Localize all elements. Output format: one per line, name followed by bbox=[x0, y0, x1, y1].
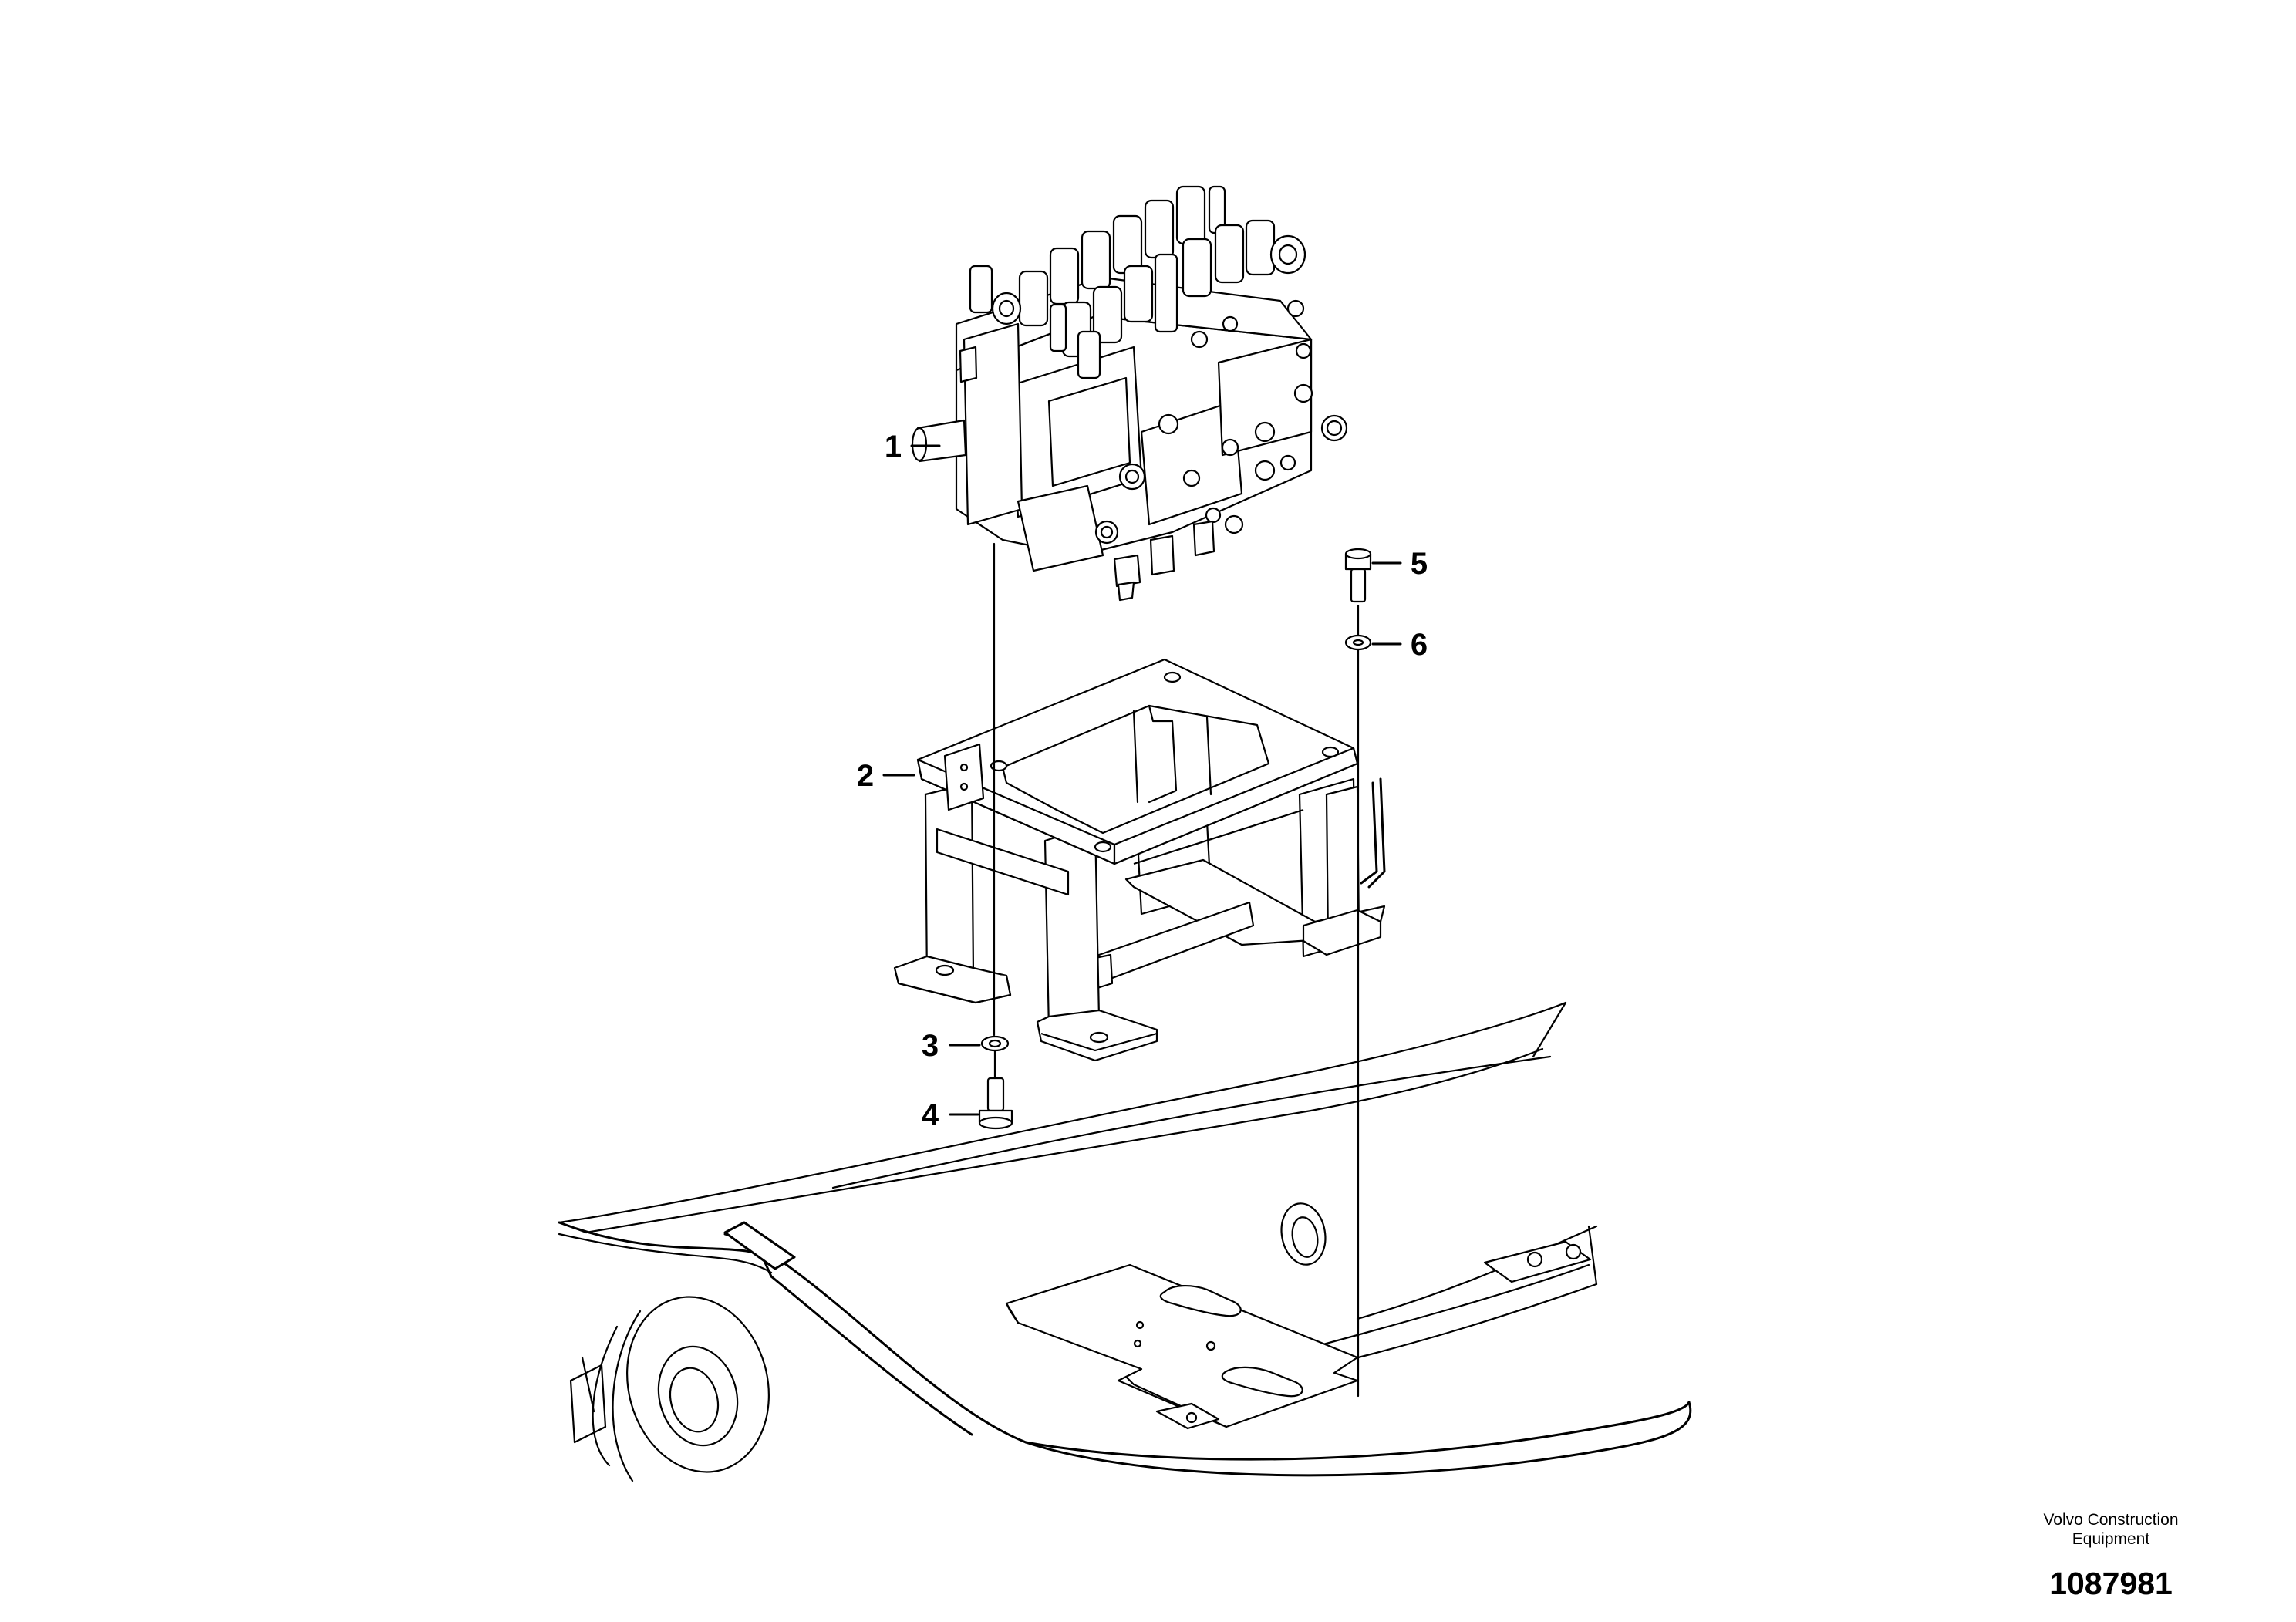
svg-text:1: 1 bbox=[885, 430, 902, 464]
assembly-lines bbox=[993, 542, 1360, 1398]
valve-spool-caps bbox=[969, 185, 1276, 379]
callout-6: 6 bbox=[1371, 628, 1428, 662]
bolt-part-4 bbox=[978, 1077, 1013, 1130]
manufacturer-credit: Volvo Construction Equipment bbox=[1995, 1510, 2227, 1549]
callout-5: 5 bbox=[1371, 547, 1428, 581]
drawing-number: 1087981 bbox=[2049, 1566, 2173, 1601]
machine-frame bbox=[558, 1001, 1692, 1482]
svg-text:6: 6 bbox=[1411, 628, 1428, 662]
callout-1: 1 bbox=[885, 430, 941, 464]
svg-text:2: 2 bbox=[857, 759, 874, 793]
washer-part-6 bbox=[1344, 634, 1372, 651]
callout-3: 3 bbox=[922, 1029, 981, 1063]
callout-4: 4 bbox=[922, 1098, 979, 1132]
svg-text:5: 5 bbox=[1411, 547, 1428, 581]
washer-part-3 bbox=[980, 1035, 1010, 1052]
svg-text:3: 3 bbox=[922, 1029, 939, 1063]
callout-2: 2 bbox=[857, 759, 915, 793]
control-valve-part bbox=[911, 185, 1348, 602]
support-bracket-part bbox=[893, 658, 1386, 1062]
bolt-part-5 bbox=[1344, 548, 1372, 603]
credit-line-1: Volvo Construction bbox=[2043, 1511, 2179, 1529]
credit-line-2: Equipment bbox=[2072, 1530, 2150, 1548]
svg-text:4: 4 bbox=[922, 1098, 939, 1132]
